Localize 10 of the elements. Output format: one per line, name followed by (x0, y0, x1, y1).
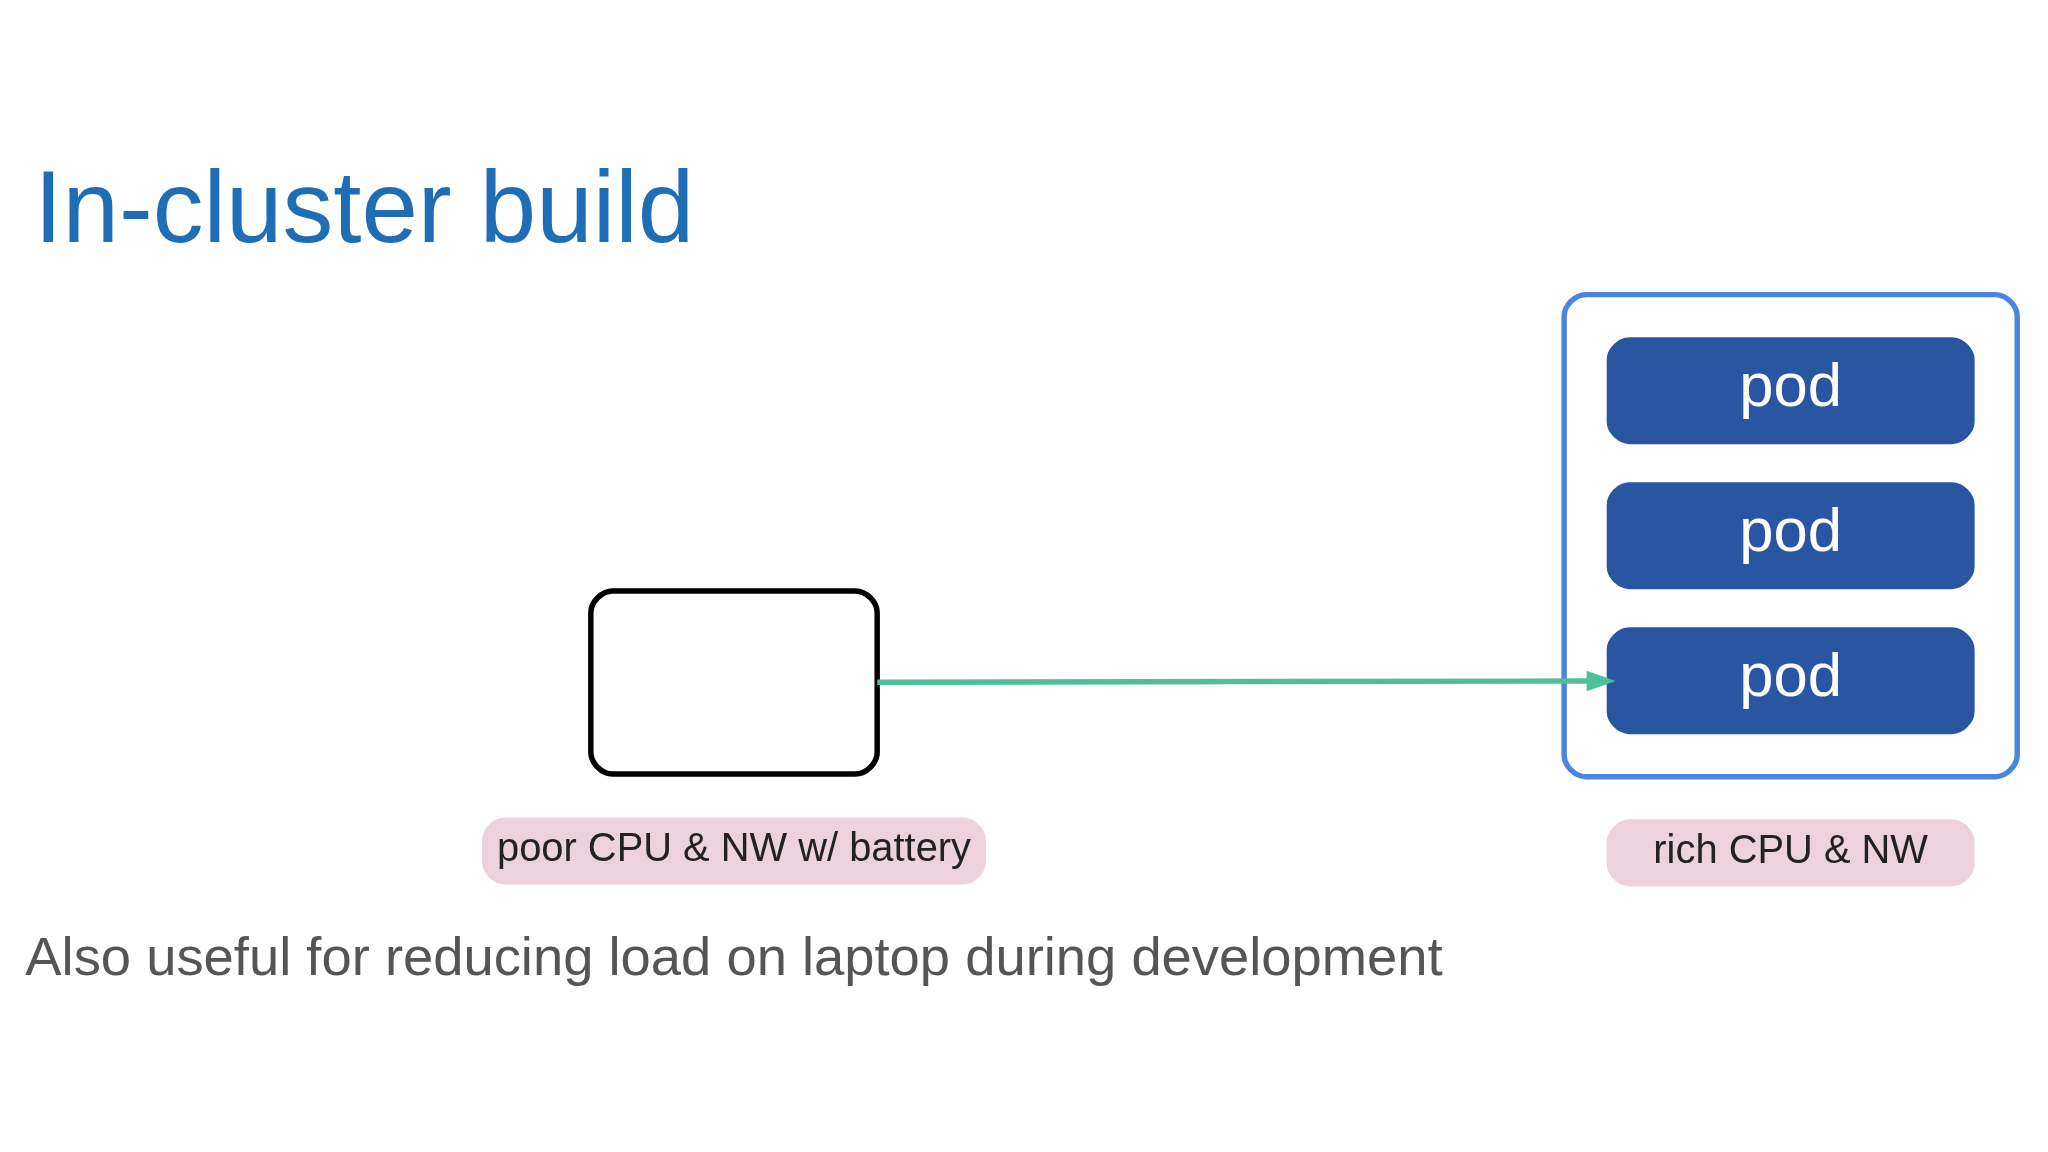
arrow (877, 670, 1616, 692)
node-box: pod (1606, 627, 1975, 735)
label: Also useful for reducing load on laptop during development (25, 926, 1443, 988)
node-box: pod (1606, 482, 1975, 590)
node-laptop (588, 588, 880, 777)
cluster (1561, 291, 2020, 780)
node-box: pod (1606, 337, 1975, 445)
diagram-title: In-cluster build (34, 149, 695, 264)
node-box: poor CPU & NW w/ battery (482, 817, 986, 885)
node-box: rich CPU & NW (1606, 819, 1975, 887)
